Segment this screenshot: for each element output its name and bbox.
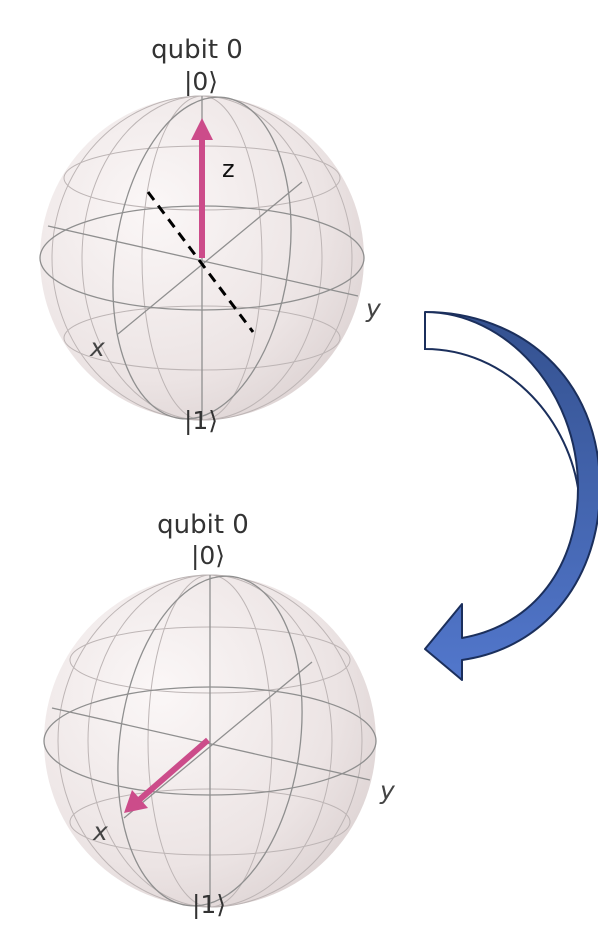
top-sphere-rotation-axis — [146, 191, 255, 333]
bottom-sphere-y-label: y — [379, 776, 396, 805]
bottom-sphere-ket-1: |1⟩ — [192, 890, 226, 919]
top-sphere-state-vector — [191, 118, 213, 258]
bottom-sphere-ket-0: |0⟩ — [191, 541, 225, 570]
top-sphere-title: qubit 0 — [151, 35, 243, 65]
rotation-transition-arrow — [424, 311, 598, 681]
top-sphere-ket-1: |1⟩ — [184, 406, 218, 435]
bottom-bloch-sphere: qubit 0 |0⟩ x y |1⟩ — [43, 510, 396, 919]
top-sphere-y-label: y — [365, 294, 382, 323]
top-sphere-rotation-axis-label: z — [222, 155, 235, 183]
bottom-sphere-state-vector — [124, 737, 210, 813]
bottom-sphere-major-grid — [43, 575, 377, 907]
bottom-sphere-x-label: x — [92, 817, 108, 846]
top-sphere-x-label: x — [89, 333, 105, 362]
transition-arrow-inner-edge — [424, 312, 579, 489]
top-bloch-sphere: qubit 0 |0⟩ z x y |1⟩ — [39, 35, 382, 435]
top-sphere-ket-0: |0⟩ — [184, 67, 218, 96]
bottom-sphere-title: qubit 0 — [157, 510, 249, 540]
